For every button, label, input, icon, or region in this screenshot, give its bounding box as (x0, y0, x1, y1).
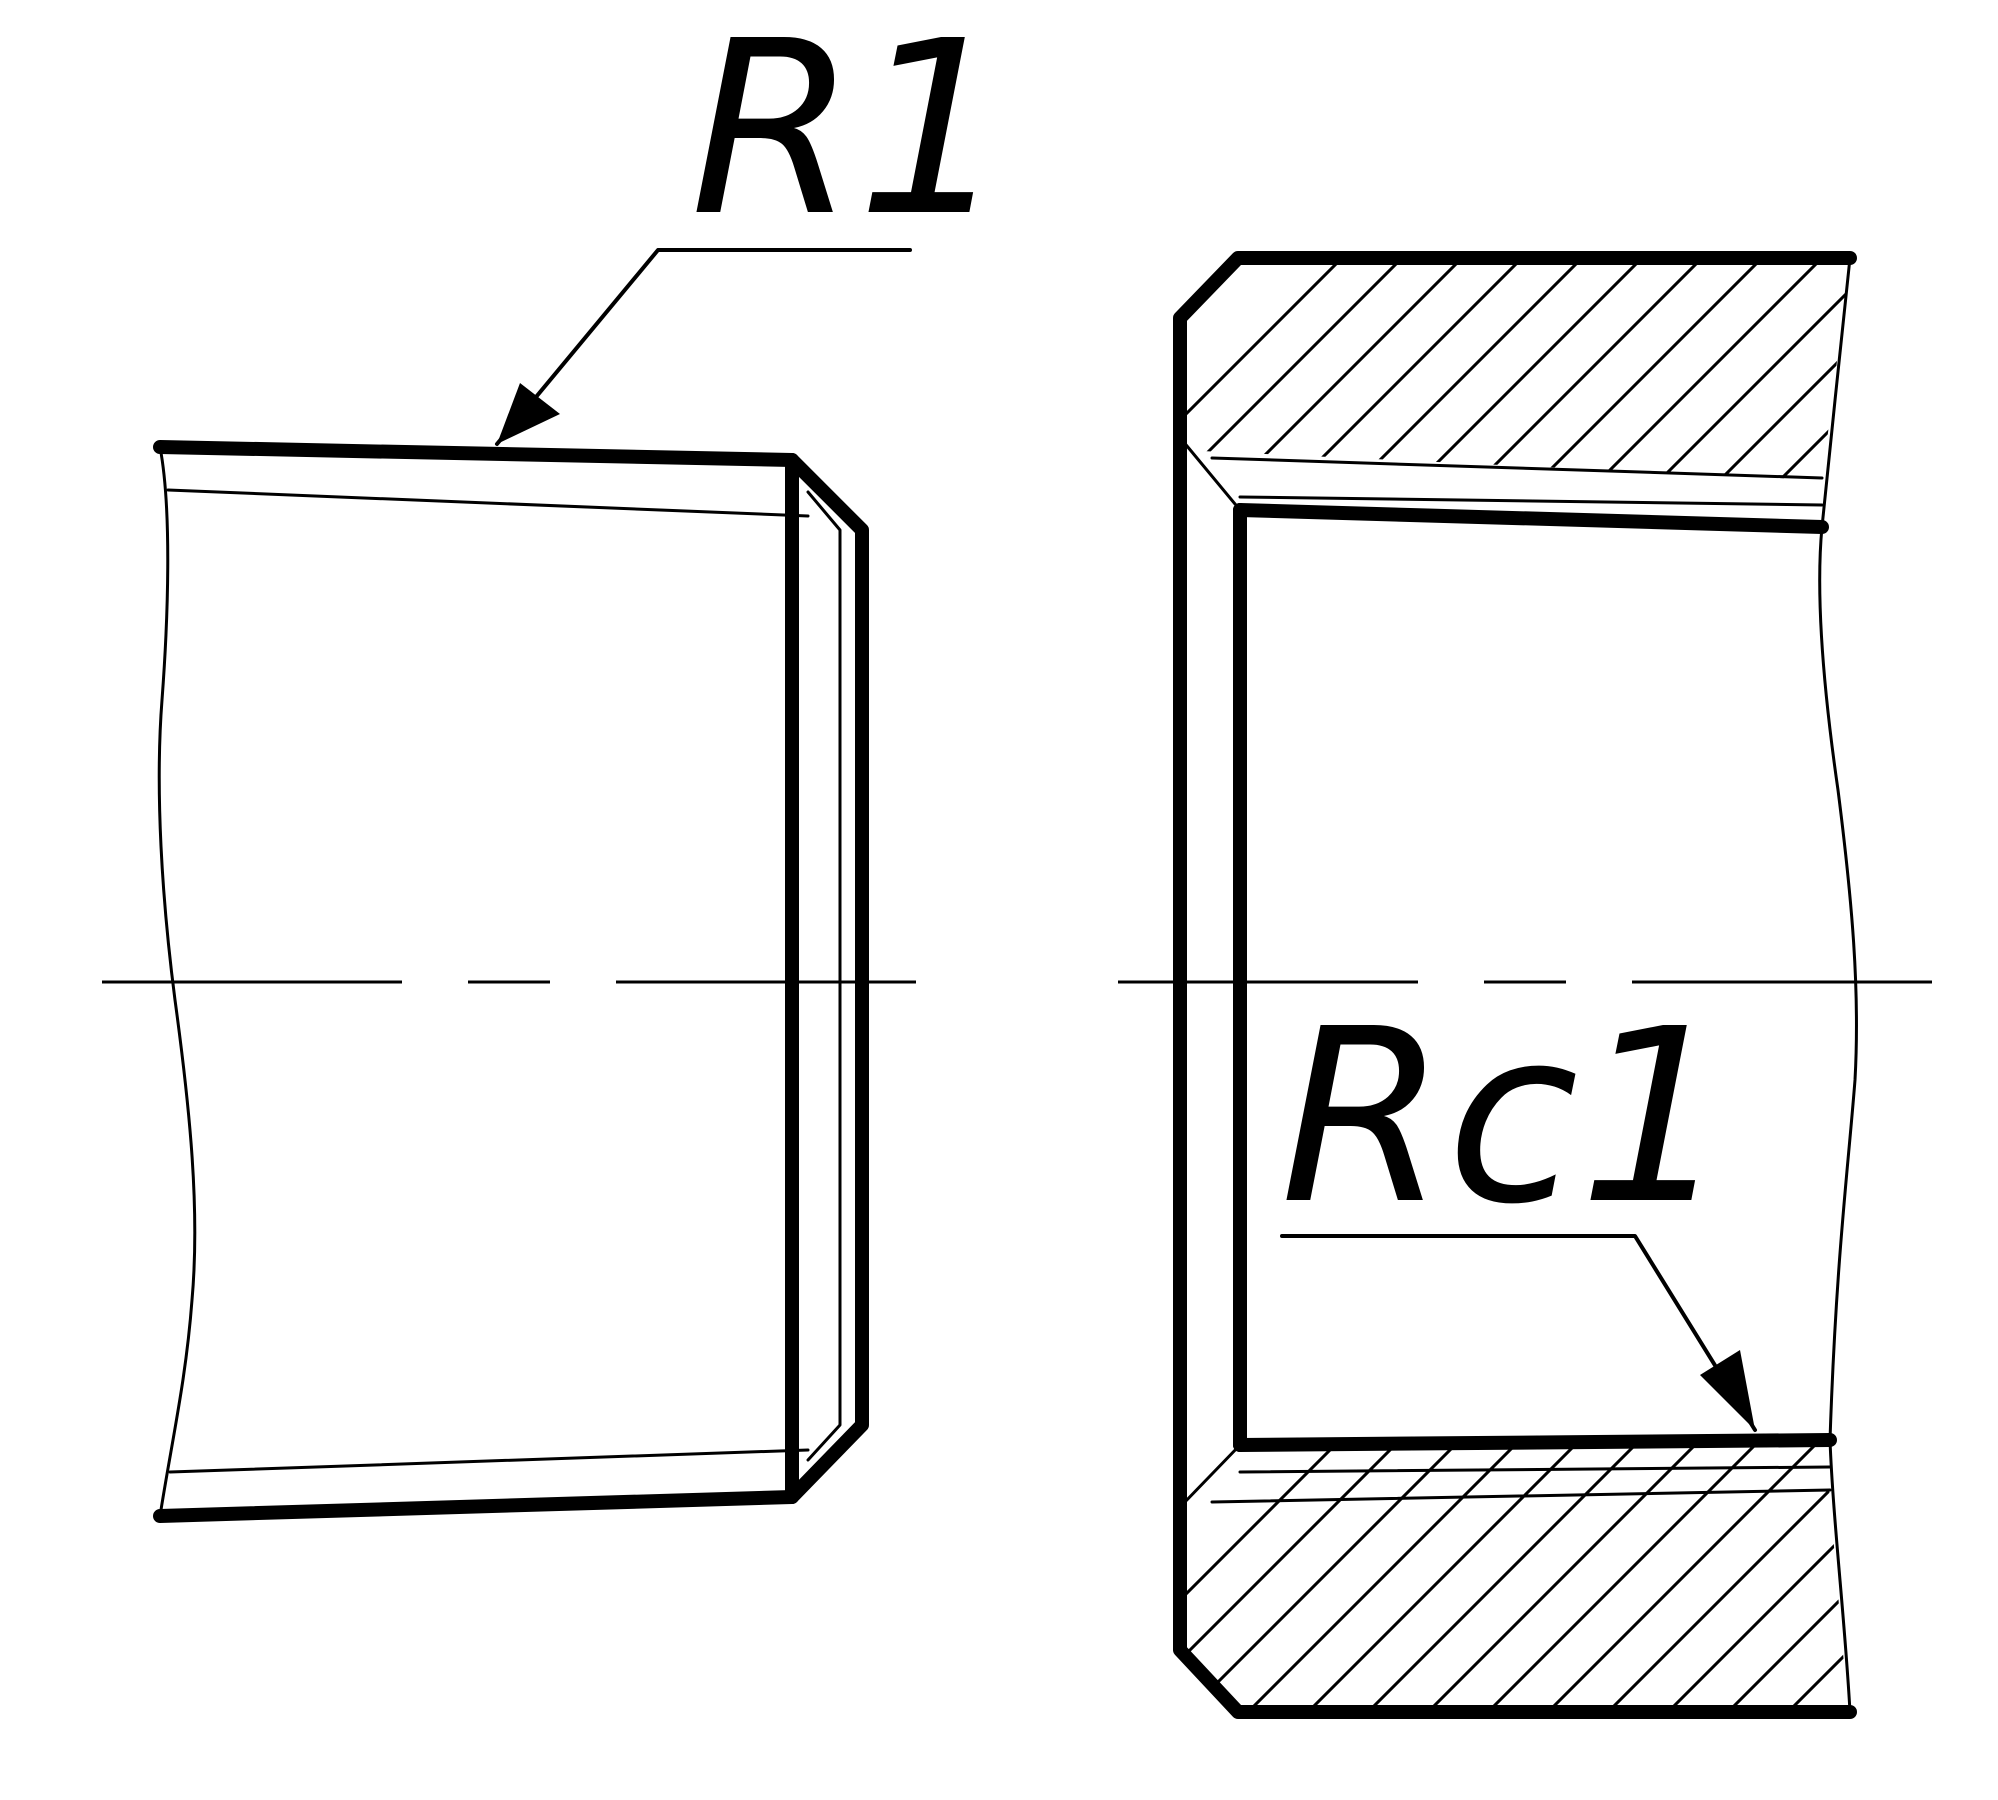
label-r1: R1 (690, 0, 1009, 269)
chamfer-bottom (1180, 1443, 1242, 1507)
chamfer-line (806, 490, 842, 1462)
external-thread-view (153, 440, 869, 1523)
arrowhead-rc1 (1700, 1350, 1755, 1430)
thread-major-bottom (1210, 1488, 1832, 1504)
break-line-left (157, 445, 197, 1518)
thread-root-top (166, 488, 810, 518)
thread-major-top-2 (1238, 495, 1824, 507)
thread-major-top (1210, 456, 1824, 480)
bore-top-edge (1233, 503, 1829, 534)
bore-bottom-edge (1233, 1433, 1837, 1452)
arrowhead-r1 (497, 383, 560, 444)
fitting-outer-outline (1173, 251, 1857, 1719)
leader-rc1: Rc1 (1280, 977, 1757, 1432)
pipe-top-edge (153, 440, 869, 1523)
thread-root-bottom (168, 1448, 810, 1474)
hatching-bottom (1180, 1440, 1848, 1712)
leader-r1: R1 (495, 0, 1009, 446)
label-rc1: Rc1 (1280, 977, 1731, 1257)
thread-major-bottom-2 (1238, 1465, 1832, 1474)
internal-thread-view (1173, 251, 1858, 1719)
break-line-right (1818, 256, 1858, 1714)
chamfer-top (1180, 438, 1242, 512)
